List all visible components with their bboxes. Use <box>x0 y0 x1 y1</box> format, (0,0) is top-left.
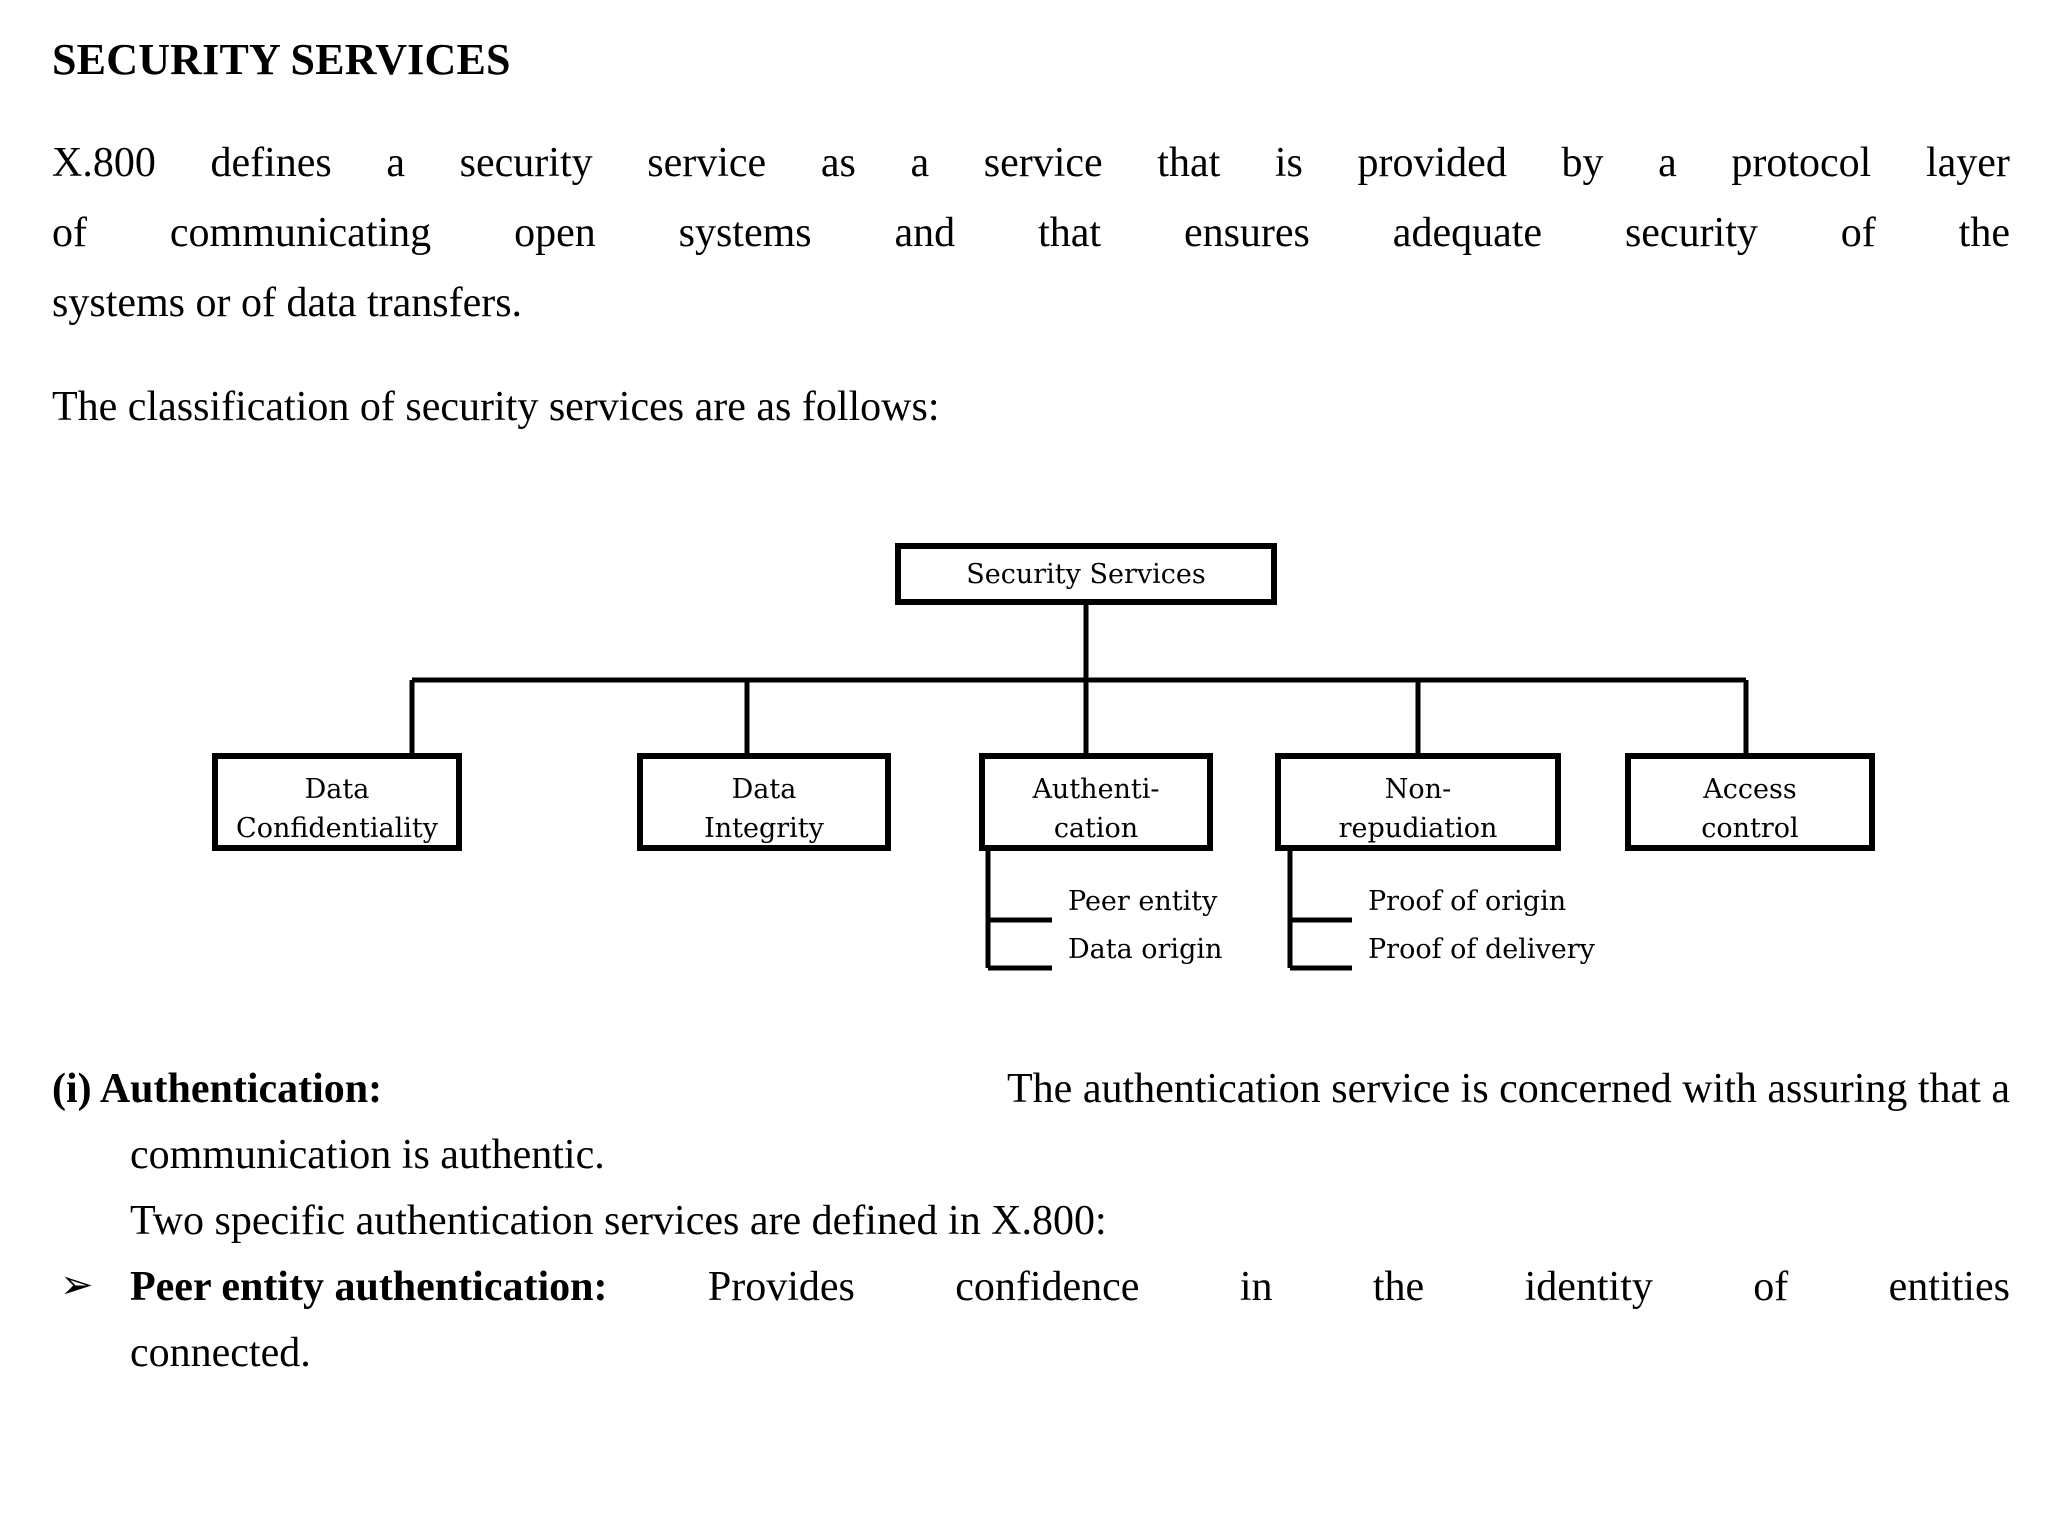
word: systems <box>678 210 812 256</box>
word: X.800 <box>52 140 156 186</box>
word: and <box>894 210 956 256</box>
node-label-data-integrity-line1: Data <box>732 774 797 805</box>
item-authentication: (i) Authentication: The authentication s… <box>52 1056 2010 1188</box>
item-authentication-label: (i) Authentication: <box>52 1066 383 1112</box>
word: communicating <box>169 210 432 256</box>
node-label-access-control-line2: control <box>1701 813 1798 844</box>
word: in <box>1239 1264 1273 1310</box>
two-services-note: Two specific authentication services are… <box>52 1188 2010 1254</box>
word: security <box>1624 210 1758 256</box>
word: is <box>1274 140 1303 186</box>
word: of <box>52 210 87 256</box>
word: service <box>647 140 767 186</box>
word: as <box>820 140 856 186</box>
word: provided <box>1357 140 1507 186</box>
word: adequate <box>1392 210 1543 256</box>
subnode-label-data-origin: Data origin <box>1068 934 1222 965</box>
node-label-data-confidentiality-line1: Data <box>305 774 370 805</box>
word: systems or of data transfers. <box>52 280 523 326</box>
node-label-data-integrity-line2: Integrity <box>704 813 825 844</box>
subnode-label-peer-entity: Peer entity <box>1068 886 1218 917</box>
word: by <box>1561 140 1604 186</box>
paragraph-line: of communicating open systems and that e… <box>52 198 2010 268</box>
bullet-line-2: connected. <box>130 1330 311 1376</box>
item-authentication-line-1: (i) Authentication: The authentication s… <box>52 1056 2010 1122</box>
word: ensures <box>1183 210 1310 256</box>
bullet-line-1: Peer entity authentication: Provides con… <box>130 1254 2010 1320</box>
arrow-bullet-icon: ➢ <box>60 1262 94 1307</box>
word: that <box>1038 210 1102 256</box>
word: of <box>1840 210 1876 256</box>
word: open <box>514 210 596 256</box>
node-label-non-repudiation-line2: repudiation <box>1339 813 1498 844</box>
item-authentication-text: The authentication service is concerned … <box>1007 1066 2010 1112</box>
node-label-data-confidentiality-line2: Confidentiality <box>236 813 439 844</box>
word: Provides <box>707 1264 855 1310</box>
node-label-access-control-line1: Access <box>1702 774 1796 805</box>
word: confidence <box>955 1264 1140 1310</box>
node-label-authentication-line1: Authenti- <box>1031 774 1159 805</box>
subnode-label-proof-of-delivery: Proof of delivery <box>1368 934 1596 965</box>
word: security <box>459 140 593 186</box>
node-label-non-repudiation-line1: Non- <box>1385 774 1451 805</box>
word: service <box>983 140 1103 186</box>
word: entities <box>1888 1264 2010 1310</box>
item-authentication-line-2: communication is authentic. <box>130 1132 605 1178</box>
word: defines <box>210 140 332 186</box>
paragraph-line: systems or of data transfers. <box>52 268 2010 338</box>
word: of <box>1753 1264 1789 1310</box>
word: that <box>1157 140 1221 186</box>
paragraph-line: X.800 defines a security service as a se… <box>52 128 2010 198</box>
bullet-peer-entity-authentication: ➢ Peer entity authentication: Provides c… <box>52 1254 2010 1386</box>
word: a <box>910 140 930 186</box>
word: identity <box>1524 1264 1653 1310</box>
word: a <box>1658 140 1677 186</box>
node-label-root: Security Services <box>966 559 1205 590</box>
node-label-authentication-line2: cation <box>1054 813 1138 844</box>
paragraph-classification: The classification of security services … <box>52 384 940 430</box>
lower-text-block: (i) Authentication: The authentication s… <box>52 1056 2010 1386</box>
word: protocol <box>1731 140 1872 186</box>
security-services-tree-diagram: Security Services Data Confidentiality D… <box>0 520 2048 1000</box>
word: the <box>1372 1264 1425 1310</box>
paragraph-definition: X.800 defines a security service as a se… <box>52 128 2010 338</box>
word: a <box>386 140 406 186</box>
two-services-text: Two specific authentication services are… <box>130 1198 1107 1244</box>
subnode-label-proof-of-origin: Proof of origin <box>1368 886 1566 917</box>
bullet-label: Peer entity authentication: <box>130 1264 608 1310</box>
word: layer <box>1925 140 2010 186</box>
word: the <box>1958 210 2010 256</box>
page-title: SECURITY SERVICES <box>52 35 511 84</box>
